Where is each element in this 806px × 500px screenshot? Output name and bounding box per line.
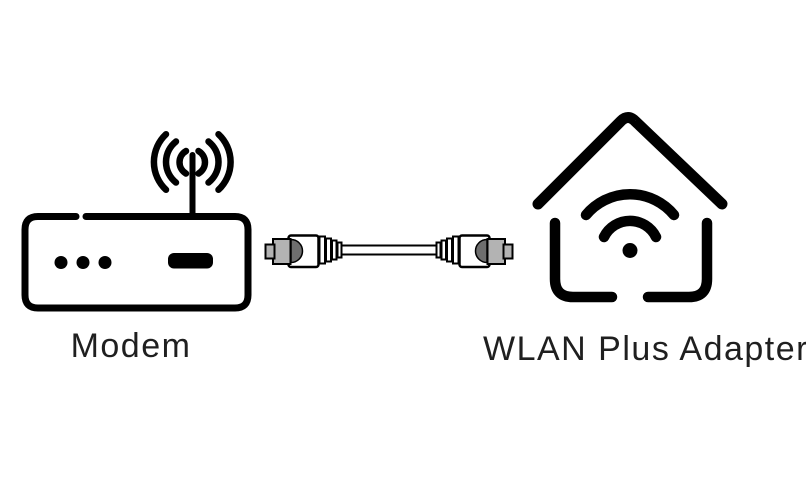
modem-port-slot (168, 253, 213, 269)
rj45-right (435, 234, 514, 269)
ethernet-cable-icon (264, 234, 514, 269)
house-roof (532, 112, 728, 210)
wifi-icon (580, 188, 680, 258)
modem-icon (21, 130, 252, 312)
signal-antenna-icon (150, 130, 234, 216)
modem-body (21, 213, 252, 312)
house-left-wall (549, 217, 618, 303)
cable-cord (337, 244, 443, 256)
house-wifi-icon (532, 112, 728, 303)
house-right-wall (642, 217, 713, 303)
modem-indicator-dots (54, 253, 213, 269)
rj45-left (264, 234, 343, 269)
adapter-label: WLAN Plus Adapter (483, 330, 806, 368)
modem-label: Modem (70, 327, 192, 365)
